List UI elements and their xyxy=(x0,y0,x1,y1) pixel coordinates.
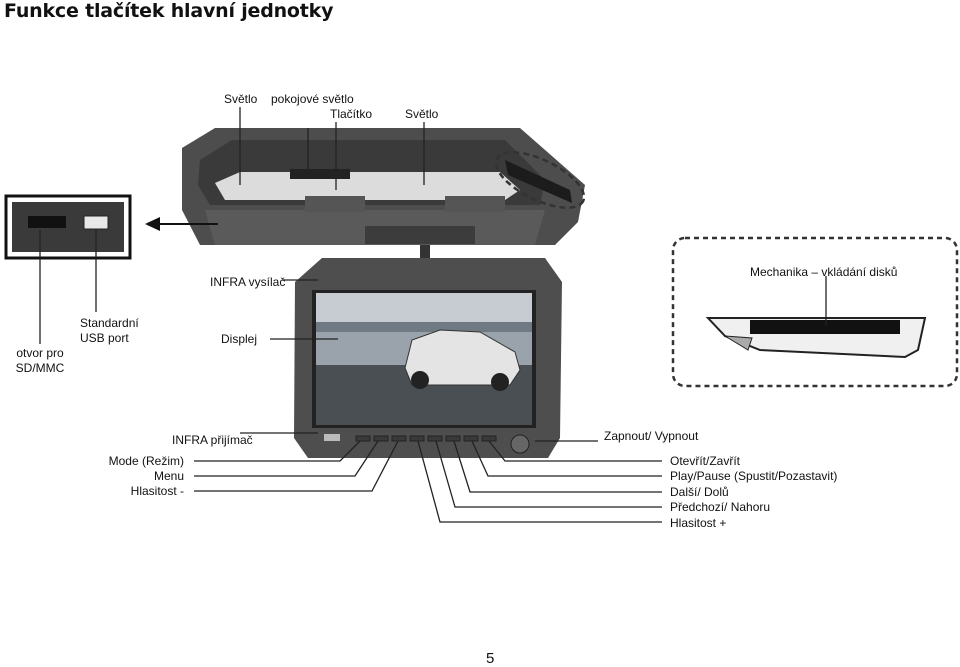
label-open-close: Otevřít/Zavřít xyxy=(670,454,741,468)
light-strip xyxy=(215,172,520,200)
power-knob xyxy=(510,434,530,454)
label-power: Zapnout/ Vypnout xyxy=(604,429,699,443)
label-light-right: Světlo xyxy=(405,107,439,121)
label-ir-receiver: INFRA přijímač xyxy=(172,433,253,447)
label-sd-slot: otvor pro SD/MMC xyxy=(15,346,65,375)
arrow-icon xyxy=(145,217,160,231)
label-volume-down: Hlasitost - xyxy=(130,484,184,498)
disc-slot xyxy=(505,160,572,203)
disc-slot-highlight xyxy=(494,151,586,209)
label-previous: Předchozí/ Nahoru xyxy=(670,500,771,514)
room-light-switch xyxy=(290,169,350,179)
label-usb-port: Standardní USB port xyxy=(80,316,139,345)
sd-slot xyxy=(28,216,66,228)
label-ir-transmitter: INFRA vysílač xyxy=(210,275,286,289)
label-button: Tlačítko xyxy=(330,107,373,121)
label-display: Displej xyxy=(221,332,258,346)
label-play-pause: Play/Pause (Spustit/Pozastavit) xyxy=(670,469,838,483)
label-volume-up: Hlasitost + xyxy=(670,516,727,530)
monitor xyxy=(294,258,562,458)
page-title: Funkce tlačítek hlavní jednotky xyxy=(4,0,334,22)
car-image xyxy=(404,329,521,386)
label-light-left: Světlo xyxy=(224,92,258,106)
mechanism-inset xyxy=(671,236,959,388)
label-next: Další/ Dolů xyxy=(670,485,729,499)
label-mode: Mode (Režim) xyxy=(108,454,184,468)
ir-receiver xyxy=(324,434,340,441)
label-disc-mechanism: Mechanika – vkládání disků xyxy=(750,265,898,279)
leader-lines xyxy=(39,107,827,523)
usb-port xyxy=(83,215,109,230)
label-menu: Menu xyxy=(153,469,184,483)
page-number: 5 xyxy=(486,650,495,667)
label-room-light: pokojové světlo xyxy=(271,92,354,106)
disc-loader-slot xyxy=(750,320,900,334)
ceiling-housing xyxy=(182,128,585,260)
